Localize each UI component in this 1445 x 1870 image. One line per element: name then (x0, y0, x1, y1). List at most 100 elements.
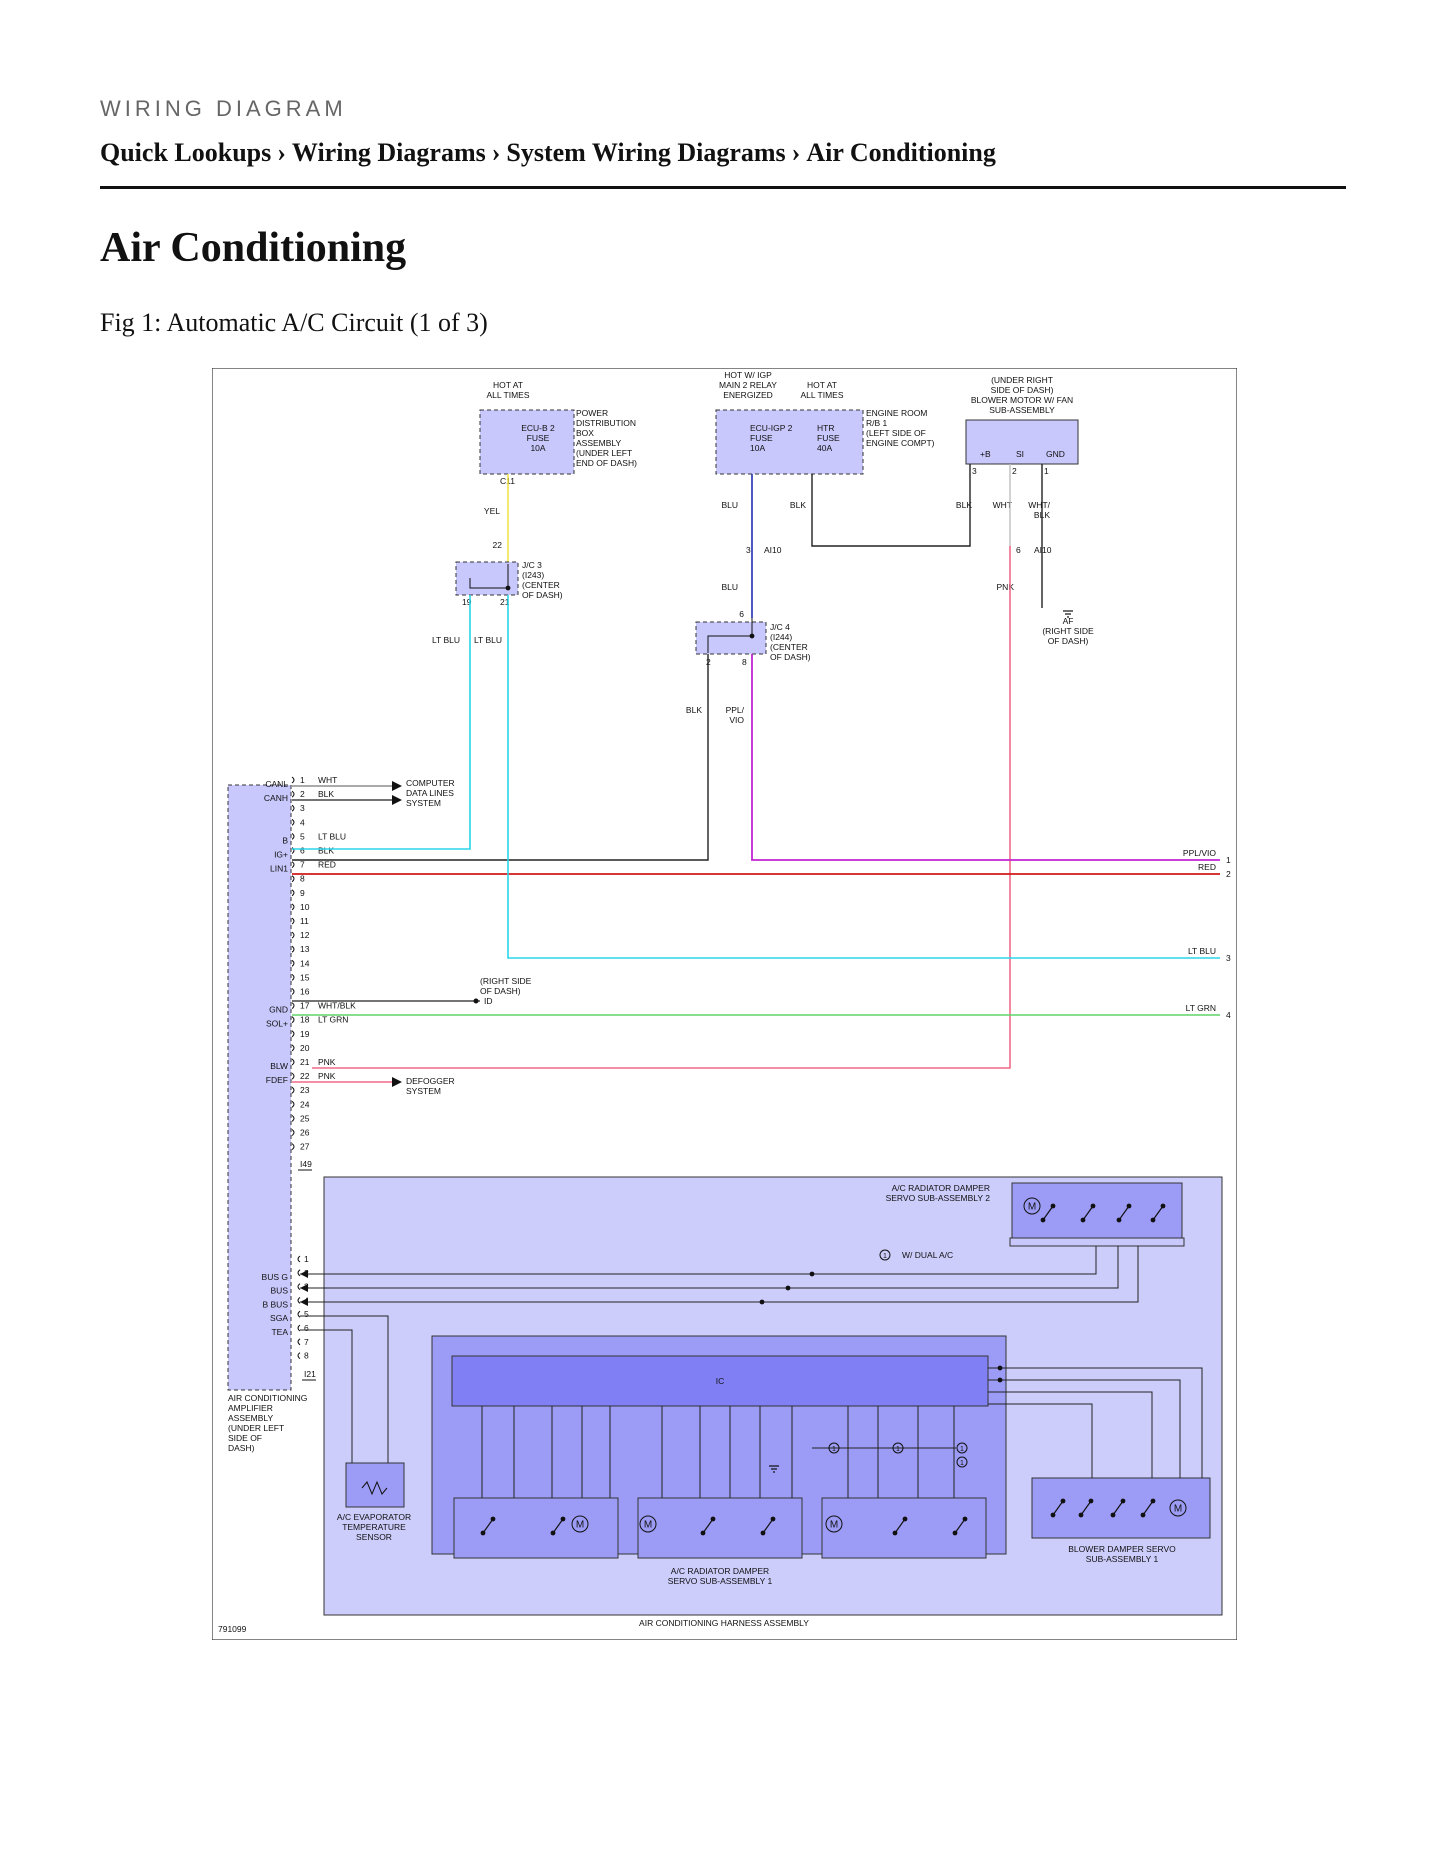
jc3-pin: 19 (462, 597, 472, 607)
engine-room-label: R/B 1 (866, 418, 888, 428)
switch-dot (1080, 1217, 1086, 1223)
dual-ac-marker-icon (956, 1442, 968, 1454)
switch (702, 1518, 714, 1534)
servo1-motor-c-icon (825, 1515, 843, 1533)
ai10-pin: 6 (1016, 545, 1021, 555)
amp-pin-number: 18 (300, 1015, 310, 1025)
bus-node (997, 1377, 1003, 1383)
connector-mark (291, 1115, 295, 1122)
header-divider (100, 186, 1346, 189)
amp-pin-number: 23 (300, 1085, 310, 1095)
breadcrumb-item-wiring-diagrams[interactable]: Wiring Diagrams (291, 138, 486, 167)
jc4-internal (707, 618, 753, 653)
blower-wire-wht: WHT (993, 500, 1012, 510)
motor-label: M (644, 1520, 652, 1531)
amp-pin-number: 5 (300, 831, 305, 841)
servo1-section-a (453, 1497, 619, 1559)
amp-pin-label: CANL (265, 779, 288, 789)
can-system-label: COMPUTER (406, 778, 455, 788)
amp-pin-label: CANH (264, 793, 288, 803)
connector-mark (297, 1297, 301, 1304)
amp-pin-number: 1 (300, 775, 305, 785)
ac-amplifier-label: AIR CONDITIONING (228, 1393, 307, 1403)
fuse-box-hot-label: HOT AT (493, 380, 523, 390)
amp-pin-number: 21 (300, 1057, 310, 1067)
jc3-label: (CENTER (522, 580, 560, 590)
section-kicker: WIRING DIAGRAM (100, 96, 347, 121)
connector-mark (291, 875, 295, 883)
relay-hot-left: MAIN 2 RELAY (719, 380, 777, 390)
connector-mark (291, 1086, 295, 1094)
defogger-label: SYSTEM (406, 1086, 441, 1096)
wire-ppl-vio (751, 654, 1220, 861)
switch-dot (1120, 1498, 1126, 1504)
blk-wire-label: BLK (790, 500, 806, 510)
connector-mark (297, 1338, 301, 1346)
breadcrumb-item-system-wiring-diagrams[interactable]: System Wiring Diagrams (506, 138, 786, 167)
connector-mark (291, 959, 295, 967)
connector-mark (297, 1310, 301, 1318)
ecu-b2-fuse-label: FUSE (527, 433, 550, 443)
breadcrumb-item-quick-lookups[interactable]: Quick Lookups (100, 138, 272, 167)
ic-to-blower-servo (988, 1391, 1153, 1478)
servo1-label: SERVO SUB-ASSEMBLY 1 (668, 1576, 773, 1586)
jc4-label: J/C 4 (770, 622, 790, 632)
amp-pin-label: SOL+ (266, 1019, 288, 1029)
connector-mark (291, 1100, 295, 1108)
amp-pin-number: 14 (300, 958, 310, 968)
power-distribution-label: BOX (576, 428, 594, 438)
ecu-igp2-fuse-label: 10A (750, 443, 765, 453)
switch-dot (550, 1530, 556, 1536)
amp-pin-label: GND (269, 1005, 288, 1015)
servo2-label: A/C RADIATOR DAMPER (892, 1183, 990, 1193)
motor-label: M (830, 1520, 838, 1531)
defogger-label: DEFOGGER (406, 1076, 455, 1086)
page-title: Air Conditioning (100, 225, 407, 271)
wire-bus (300, 1246, 1119, 1289)
jc3-node (505, 585, 511, 591)
engine-room-label: ENGINE ROOM (866, 408, 927, 418)
wire-blk-htr (811, 464, 971, 547)
wire-ltblu-3 (507, 595, 1220, 959)
jc4-label: (I244) (770, 632, 792, 642)
connector-mark (291, 903, 295, 911)
power-distribution-box (479, 409, 575, 475)
connector-mark (291, 945, 295, 953)
ai10-label: AI10 (1034, 545, 1052, 555)
power-distribution-label: POWER (576, 408, 608, 418)
connector-mark (291, 861, 295, 868)
connector-mark (291, 1016, 295, 1024)
engine-room-label: ENGINE COMPT) (866, 438, 935, 448)
ai10-pin: 3 (746, 545, 751, 555)
switch (894, 1518, 906, 1534)
jc4-wire-pplvio: PPL/ (726, 705, 745, 715)
ac-amplifier-box (227, 784, 292, 1391)
ai10-label: AI10 (764, 545, 782, 555)
amp-pin-wire-label: LT GRN (318, 1015, 348, 1025)
amp-pin-number: 11 (300, 916, 309, 926)
power-distribution-label: ASSEMBLY (576, 438, 622, 448)
dual-ac-marker-icon (956, 1456, 968, 1468)
servo2-label: SERVO SUB-ASSEMBLY 2 (886, 1193, 991, 1203)
ic-to-blower-servo (988, 1379, 1181, 1478)
amp-pin-wire-label: PNK (318, 1071, 336, 1081)
servo1-motor-a-icon (571, 1515, 589, 1533)
ac-amplifier-label: ASSEMBLY (228, 1413, 274, 1423)
wire-sga (300, 1315, 389, 1463)
dual-ac-marker: 1 (896, 1446, 900, 1453)
jc4-pin: 8 (742, 657, 747, 667)
servo2-box (1011, 1182, 1183, 1239)
jc4-box (695, 621, 767, 655)
amp-pin-wire-label: WHT (318, 775, 337, 785)
dual-ac-marker: 1 (832, 1446, 836, 1453)
amp-pin-wire-label: BLK (318, 846, 334, 856)
arrow-icon (300, 1284, 308, 1292)
amp-pin-number: 16 (300, 987, 310, 997)
breadcrumb-separator: › (277, 138, 286, 167)
jc3-wire-label: LT BLU (432, 635, 460, 645)
switch-dot (560, 1516, 566, 1522)
blower-servo-label: SUB-ASSEMBLY 1 (1086, 1554, 1159, 1564)
jc4-node (749, 633, 755, 639)
switch (1152, 1205, 1164, 1221)
evap-sensor-label: SENSOR (356, 1532, 392, 1542)
